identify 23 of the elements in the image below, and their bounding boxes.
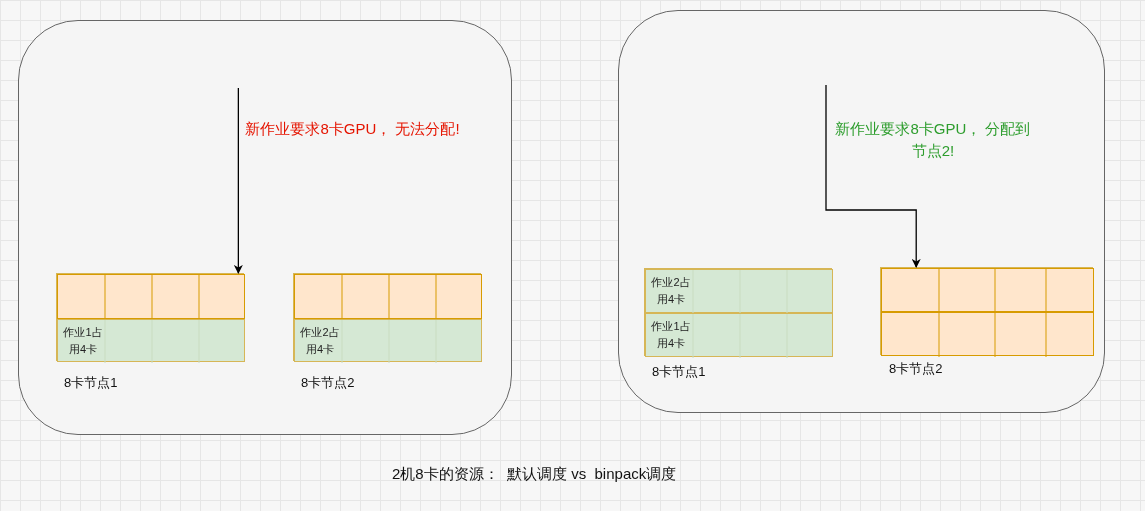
caption: 2机8卡的资源： 默认调度 vs binpack调度: [392, 465, 677, 484]
node-caption: 8卡节点2: [301, 374, 355, 392]
arrow: [825, 84, 921, 268]
node-caption: 8卡节点1: [64, 374, 118, 392]
gpu-card-row: [881, 268, 1094, 312]
edge-label: 新作业要求8卡GPU， 分配到节点2!: [834, 119, 1032, 161]
node-caption: 8卡节点2: [889, 360, 943, 378]
cluster-panel: [18, 20, 512, 435]
gpu-card-row: [645, 313, 833, 357]
arrow: [233, 87, 243, 274]
gpu-card-row: [645, 269, 833, 313]
job-label: 作业1占用4卡: [650, 319, 692, 351]
gpu-card-row: [294, 274, 482, 319]
job-label: 作业2占用4卡: [299, 325, 341, 357]
gpu-card-row: [294, 319, 482, 362]
gpu-card-row: [57, 274, 245, 319]
job-label: 作业2占用4卡: [650, 275, 692, 307]
edge-label: 新作业要求8卡GPU， 无法分配!: [245, 119, 460, 139]
gpu-card-row: [881, 312, 1094, 356]
job-label: 作业1占用4卡: [62, 325, 104, 357]
gpu-card-row: [57, 319, 245, 362]
cluster-panel: [618, 10, 1105, 413]
node-caption: 8卡节点1: [652, 363, 706, 381]
